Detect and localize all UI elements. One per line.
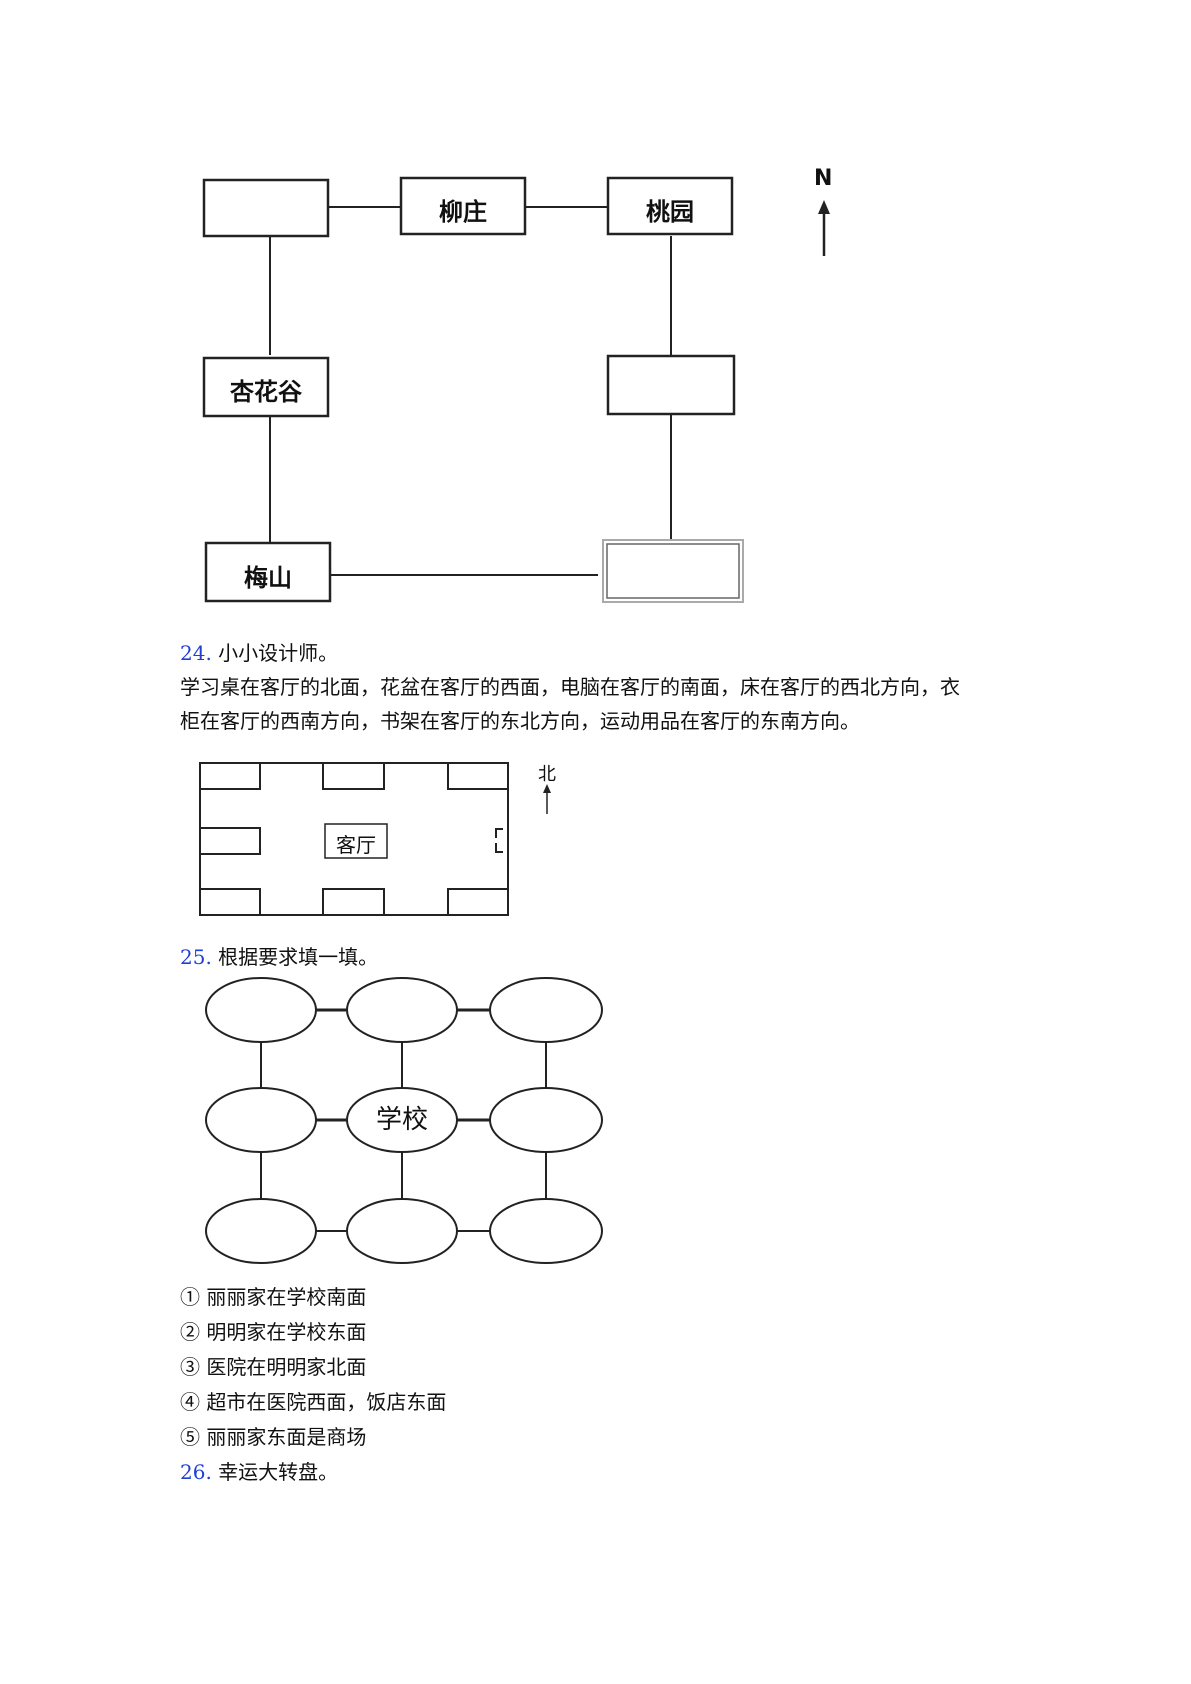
floor-plan-north-label: 北 (538, 764, 556, 785)
map-box-liuzhuang (399, 176, 527, 236)
map-box-bottom-right (602, 539, 744, 603)
question-title: 根据要求填一填。 (218, 945, 379, 969)
map-box-top-left (202, 178, 330, 238)
question-26-heading: 26. 幸运大转盘。 (180, 1455, 338, 1489)
question-title: 幸运大转盘。 (218, 1460, 339, 1484)
question-title: 小小设计师。 (218, 641, 339, 665)
question-number: 26. (180, 1460, 212, 1484)
map-label-meishan: 梅山 (244, 564, 292, 592)
clue-1: ① 丽丽家在学校南面 (180, 1285, 367, 1309)
clue-5: ⑤ 丽丽家东面是商场 (180, 1425, 367, 1449)
question-24-body-line1: 学习桌在客厅的北面，花盆在客厅的西面，电脑在客厅的南面，床在客厅的西北方向，衣 (180, 675, 960, 699)
living-room-floor-plan (199, 762, 551, 916)
room-label: 客厅 (336, 833, 376, 857)
question-25-heading: 25. 根据要求填一填。 (180, 940, 378, 974)
question-number: 24. (180, 641, 212, 665)
grid-ellipse-sw (205, 1198, 317, 1264)
grid-ellipse-school (346, 1087, 458, 1153)
grid-ellipse-ne (489, 977, 603, 1043)
map-box-taoyuan (606, 176, 734, 236)
question-24-body-line2: 柜在客厅的西南方向，书架在客厅的东北方向，运动用品在客厅的东南方向。 (180, 709, 860, 733)
grid-ellipse-se (489, 1198, 603, 1264)
map-label-xinghuagu: 杏花谷 (230, 378, 302, 406)
map-box-middle-right (606, 354, 736, 416)
clue-3: ③ 医院在明明家北面 (180, 1355, 367, 1379)
village-map-diagram (202, 176, 830, 603)
school-label: 学校 (375, 1105, 428, 1135)
grid-ellipse-e (489, 1087, 603, 1153)
clue-4: ④ 超市在医院西面，饭店东面 (180, 1390, 447, 1414)
grid-ellipse-n (346, 977, 458, 1043)
grid-ellipse-nw (205, 977, 317, 1043)
question-24-heading: 24. 小小设计师。 (180, 636, 338, 670)
grid-ellipse-s (346, 1198, 458, 1264)
map-label-taoyuan: 桃园 (646, 198, 694, 226)
map-box-xinghuagu (202, 356, 330, 418)
grid-ellipse-w (205, 1087, 317, 1153)
question-number: 25. (180, 945, 212, 969)
school-grid-diagram (205, 977, 603, 1264)
clue-2: ② 明明家在学校东面 (180, 1320, 367, 1344)
map-north-label: N (814, 166, 833, 191)
map-label-liuzhuang: 柳庄 (439, 198, 487, 226)
map-box-meishan (204, 541, 332, 603)
